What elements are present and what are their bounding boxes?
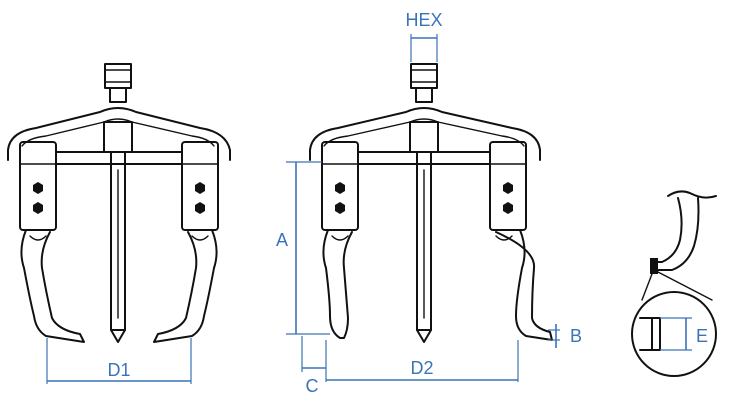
- jaw-arm-middle-2: [495, 229, 553, 341]
- dimension-d2: D2: [326, 340, 519, 382]
- dimension-b: B: [548, 324, 582, 348]
- detail-jaw-tip: [650, 258, 658, 274]
- dimension-d1: D1: [46, 338, 192, 384]
- hex-nut-middle: [410, 63, 438, 89]
- center-hub-middle: [409, 121, 439, 153]
- dimension-c: C: [301, 336, 327, 396]
- spindle-tip-left: [110, 329, 126, 343]
- bolt-icon: [335, 182, 345, 194]
- label-d2: D2: [410, 358, 433, 378]
- bolt-icon: [33, 202, 43, 214]
- jaw-block-left-1: [19, 141, 57, 231]
- bolt-icon: [335, 202, 345, 214]
- puller-left: [7, 63, 231, 343]
- bolt-icon: [195, 202, 205, 214]
- crossbar-middle: [357, 151, 491, 165]
- dimension-hex: HEX: [405, 10, 443, 62]
- bolt-icon: [33, 182, 43, 194]
- detail-tip-outline: [639, 317, 661, 351]
- label-a: A: [276, 230, 288, 250]
- label-e: E: [696, 326, 708, 346]
- label-hex: HEX: [405, 10, 442, 30]
- center-hub-left: [103, 121, 133, 153]
- bolt-icon: [195, 182, 205, 194]
- jaw-block-middle-1: [321, 141, 359, 231]
- detail-jaw-top: [667, 190, 717, 199]
- label-b: B: [570, 326, 582, 346]
- detail-jaw-inner: [655, 197, 700, 271]
- detail-magnifier-circle: [631, 291, 717, 377]
- jaw-block-middle-2: [489, 141, 527, 231]
- spindle-collar-middle: [415, 87, 433, 103]
- spindle-left: [110, 151, 126, 331]
- hex-nut-left: [104, 63, 132, 89]
- jaw-arm-left-2: [153, 229, 218, 343]
- crossbar-left: [55, 151, 183, 165]
- bolt-icon: [503, 182, 513, 194]
- spindle-collar-left: [109, 87, 127, 103]
- puller-middle: [309, 63, 553, 343]
- jaw-arm-middle-1: [322, 229, 353, 339]
- crossbar-arch-left: [7, 107, 231, 161]
- detail-jaw-outer: [651, 197, 683, 263]
- label-d1: D1: [107, 360, 130, 380]
- spindle-tip-middle: [416, 329, 432, 343]
- label-c: C: [306, 376, 319, 396]
- crossbar-arch-middle: [309, 107, 541, 161]
- bolt-icon: [503, 202, 513, 214]
- spindle-middle: [416, 151, 432, 331]
- dimension-a: A: [276, 161, 330, 335]
- detail-view-jaw-tip: E: [631, 190, 717, 377]
- jaw-arm-left-1: [20, 229, 85, 343]
- jaw-block-left-2: [181, 141, 219, 231]
